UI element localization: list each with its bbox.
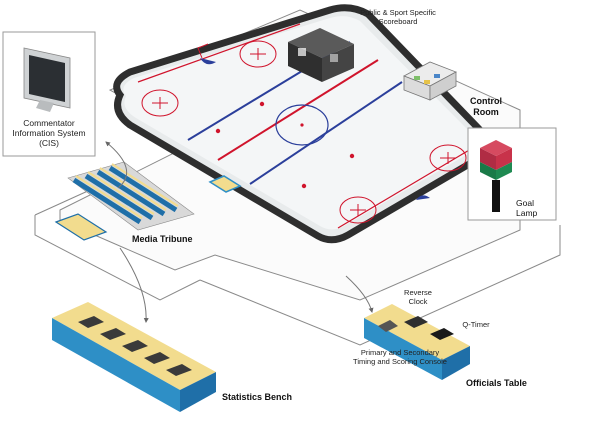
timing-console-label: Primary and Secondary Timing and Scoring… [353,348,447,366]
officials-table-graphic [364,304,470,380]
crease-right [416,195,430,200]
goal-lamp-callout [467,127,557,221]
ice-rink [113,4,489,244]
goal-line-right [337,145,477,229]
faceoff-circles [141,40,467,224]
connector-arrows [105,141,374,323]
goal-lamp-label: Goal Lamp [516,198,538,219]
goal-line-left [137,23,301,83]
faceoff-dots [215,101,355,189]
scoreboard-graphic [288,28,354,82]
media-tribune-label: Media Tribune [132,234,193,244]
control-room-graphic [403,61,457,101]
control-room-label: Control Room [470,96,502,117]
statistics-bench-label: Statistics Bench [222,392,293,402]
q-timer-label: Q-Timer [462,320,490,329]
media-tribune-graphic [54,161,195,241]
goal-lamp-graphic [480,140,512,212]
center-red-line [217,59,379,161]
scoreboard-label: Public & Sport Specific Scoreboard [360,8,436,26]
statistics-bench-graphic [52,302,216,412]
center-circle [275,104,329,146]
penalty-desk [208,175,242,193]
officials-table-label: Officials Table [466,378,527,388]
goal-net-left [197,43,209,59]
commentator-label: Commentator Information System (CIS) [12,118,86,149]
crease-left [200,58,216,65]
reverse-clock-label: Reverse Clock [404,288,432,306]
faceoff-hashes [152,48,456,216]
monitor-graphic [23,47,71,112]
